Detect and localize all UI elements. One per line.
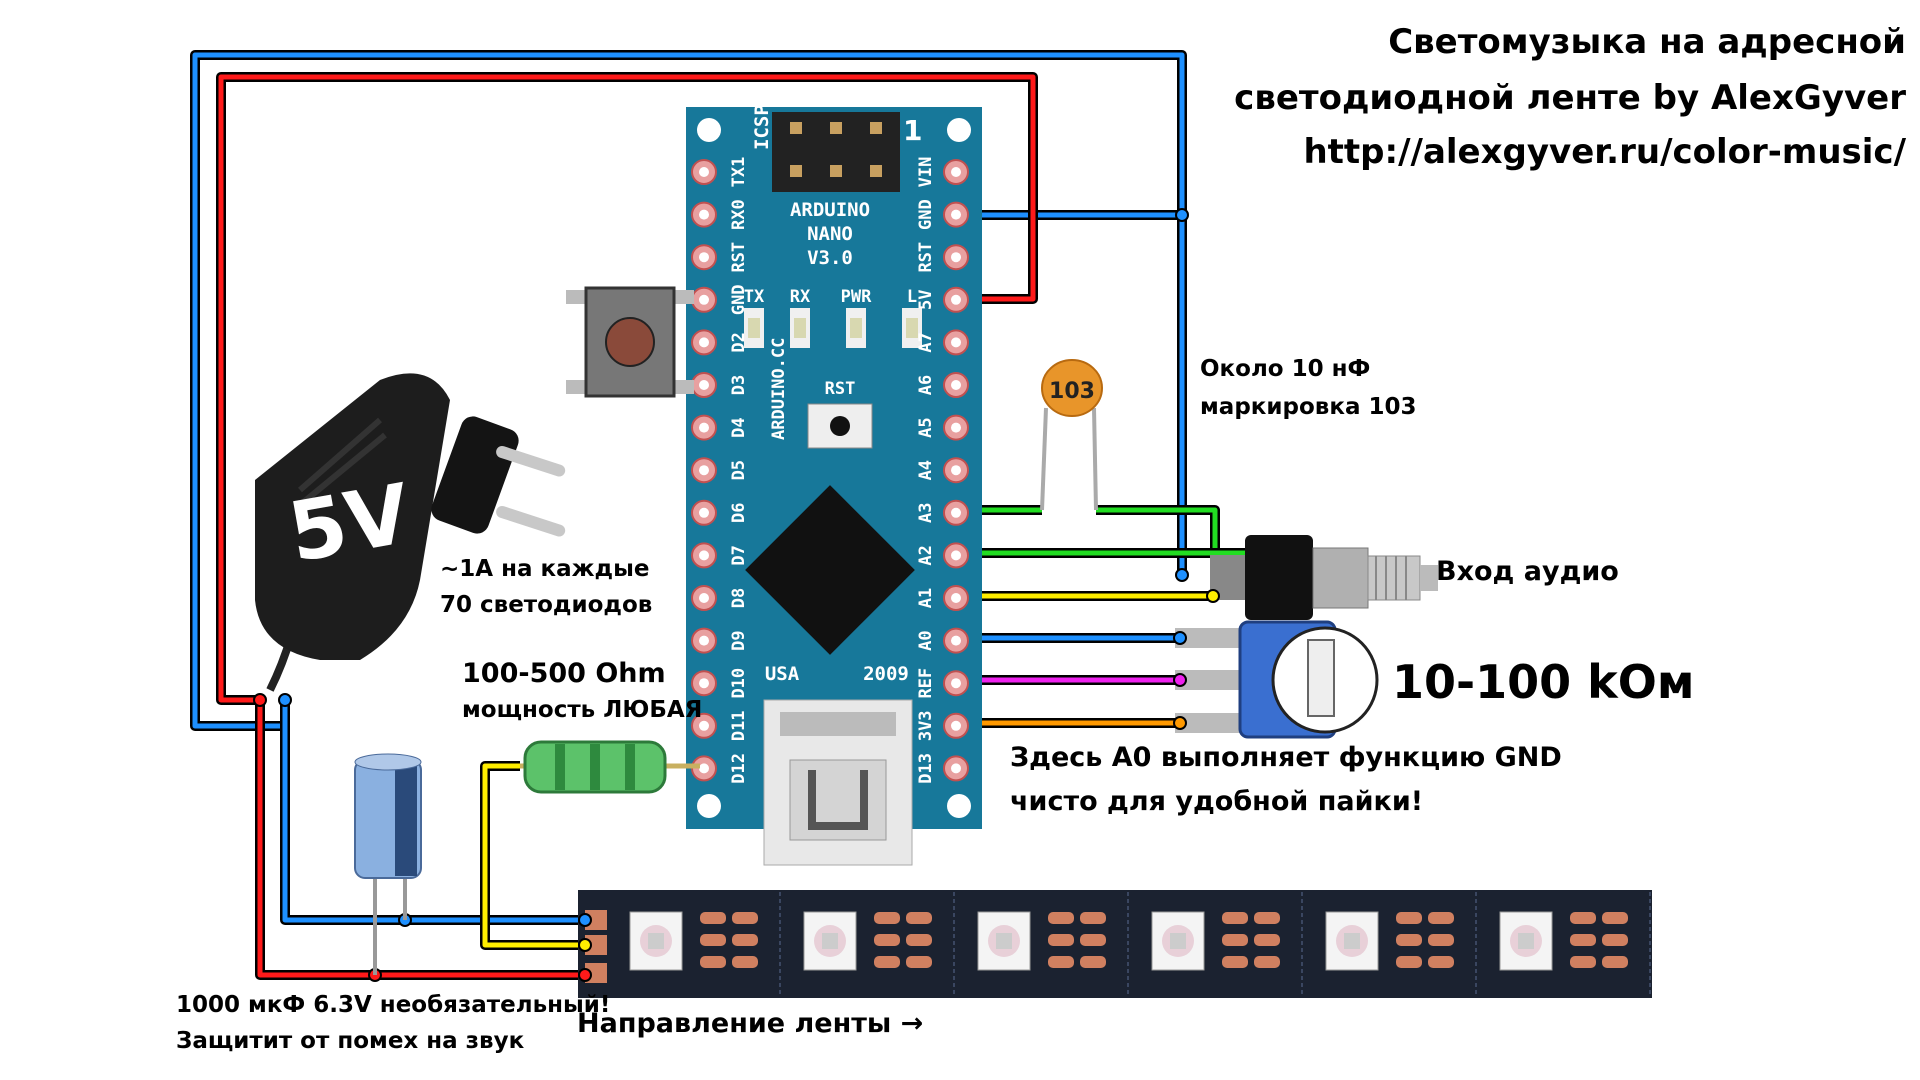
electrolytic-note-1: 1000 мкФ 6.3V необязательный! [176, 992, 611, 1018]
pin-label-d12: D12 [729, 753, 749, 784]
tact-button [566, 286, 694, 398]
junction-dot [1175, 208, 1189, 222]
board-name-3: V3.0 [807, 247, 853, 269]
psu-note-2: 70 светодиодов [440, 592, 653, 618]
pin-label-tx1: TX1 [729, 157, 749, 188]
a0-note-1: Здесь A0 выполняет функцию GND [1010, 742, 1562, 773]
usb-connector [763, 699, 913, 866]
board-usa: USA [765, 663, 800, 685]
pin-label-gnd: GND [916, 199, 936, 230]
pin-label-d4: D4 [729, 417, 749, 437]
pin-label-d6: D6 [729, 503, 749, 523]
strip-led-cell [1325, 892, 1477, 996]
resistor [520, 740, 700, 794]
gnd-wire-strip [282, 700, 585, 923]
pin-label-d5: D5 [729, 460, 749, 480]
strip-led-cell [629, 892, 781, 996]
psu-body [255, 373, 450, 660]
gnd-wire [192, 52, 1185, 729]
ceramic-capacitor: 103 [1040, 359, 1103, 511]
strip-led-cell [1499, 892, 1651, 996]
pin-label-rst: RST [729, 242, 749, 273]
pin-label-rx0: RX0 [729, 199, 749, 230]
pin-label-a6: A6 [916, 375, 936, 395]
pin-label-gnd: GND [729, 284, 749, 315]
led-strip [578, 890, 1652, 998]
pin-label-vin: VIN [916, 157, 936, 188]
vcc-wire-strip [257, 700, 585, 978]
audio-jack [1175, 535, 1438, 620]
pin-label-d2: D2 [729, 332, 749, 352]
gnd-wire-strip-outline [280, 700, 585, 925]
pin-label-a7: A7 [916, 332, 936, 352]
svg-text:TX: TX [744, 287, 765, 307]
pin-label-a4: A4 [916, 460, 936, 480]
pin-label-d3: D3 [729, 375, 749, 395]
svg-text:RX: RX [790, 287, 811, 307]
resistor-power: мощность ЛЮБАЯ [462, 697, 703, 723]
strip-cells [629, 892, 1651, 996]
pin-label-d9: D9 [729, 630, 749, 650]
pin-label-rst: RST [916, 242, 936, 273]
ceramic-cap-note-1: Около 10 нФ [1200, 356, 1371, 382]
board-name-1: ARDUINO [790, 199, 870, 221]
ceramic-cap-marking: 103 [1049, 379, 1095, 404]
psu-label: 5V [282, 467, 418, 582]
arduino-nano: ICSP 1 ARDUINO NANO V3.0 ARDUINO.CC TX R… [686, 104, 982, 866]
strip-led-cell [1151, 892, 1303, 996]
board-year: 2009 [863, 663, 909, 685]
pin-label-a3: A3 [916, 503, 936, 523]
pin-label-d11: D11 [729, 710, 749, 741]
a0-note-2: чисто для удобной пайки! [1010, 786, 1424, 817]
status-leds: TX RX PWR L [744, 287, 922, 348]
strip-direction: Направление ленты → [577, 1008, 924, 1039]
pin-label-d10: D10 [729, 668, 749, 699]
svg-text:L: L [907, 287, 917, 307]
audio-input-label: Вход аудио [1436, 556, 1619, 587]
electrolytic-capacitor [354, 753, 422, 975]
icsp-label: ICSP [751, 104, 773, 150]
pin-label-d8: D8 [729, 588, 749, 608]
title-url[interactable]: http://alexgyver.ru/color-music/ [1303, 132, 1906, 172]
jack-body [1245, 535, 1313, 620]
resistor-value: 100-500 Ohm [462, 658, 666, 689]
ceramic-cap-body [1041, 359, 1103, 417]
title-line-2: светодиодной ленте by AlexGyver [1234, 78, 1906, 118]
psu-note-1: ~1A на каждые [440, 556, 650, 582]
strip-led-cell [977, 892, 1129, 996]
pin-label-5v: 5V [916, 290, 936, 310]
icsp-pin1: 1 [903, 114, 922, 147]
pin-label-a5: A5 [916, 417, 936, 437]
ceramic-cap-note-2: маркировка 103 [1200, 394, 1417, 420]
pin-label-a1: A1 [916, 588, 936, 608]
reset-label: RST [825, 379, 856, 399]
junction-dot [253, 693, 267, 707]
data-wire [482, 763, 585, 948]
power-supply: 5V [255, 373, 566, 692]
pin-label-a0: A0 [916, 630, 936, 650]
vcc-wire [218, 74, 1036, 703]
potentiometer-value: 10-100 kОм [1392, 655, 1695, 709]
mount-holes [697, 118, 971, 818]
title-line-1: Светомузыка на адресной [1388, 22, 1906, 62]
pin-label-ref: REF [916, 668, 936, 699]
strip-led-cell [803, 892, 955, 996]
pin-label-d7: D7 [729, 545, 749, 565]
svg-text:PWR: PWR [841, 287, 872, 307]
board-site: ARDUINO.CC [769, 338, 789, 440]
strip-input-pads [578, 910, 607, 983]
junctions [253, 208, 1189, 982]
pin-label-d13: D13 [916, 753, 936, 784]
pin-label-a2: A2 [916, 545, 936, 565]
potentiometer [1173, 620, 1379, 739]
board-name-2: NANO [807, 223, 853, 245]
electrolytic-note-2: Защитит от помех на звук [176, 1028, 525, 1054]
mcu-chip [745, 485, 915, 655]
junction-dot [278, 693, 292, 707]
pin-label-3v3: 3V3 [916, 710, 936, 741]
psu-plug [431, 416, 519, 534]
